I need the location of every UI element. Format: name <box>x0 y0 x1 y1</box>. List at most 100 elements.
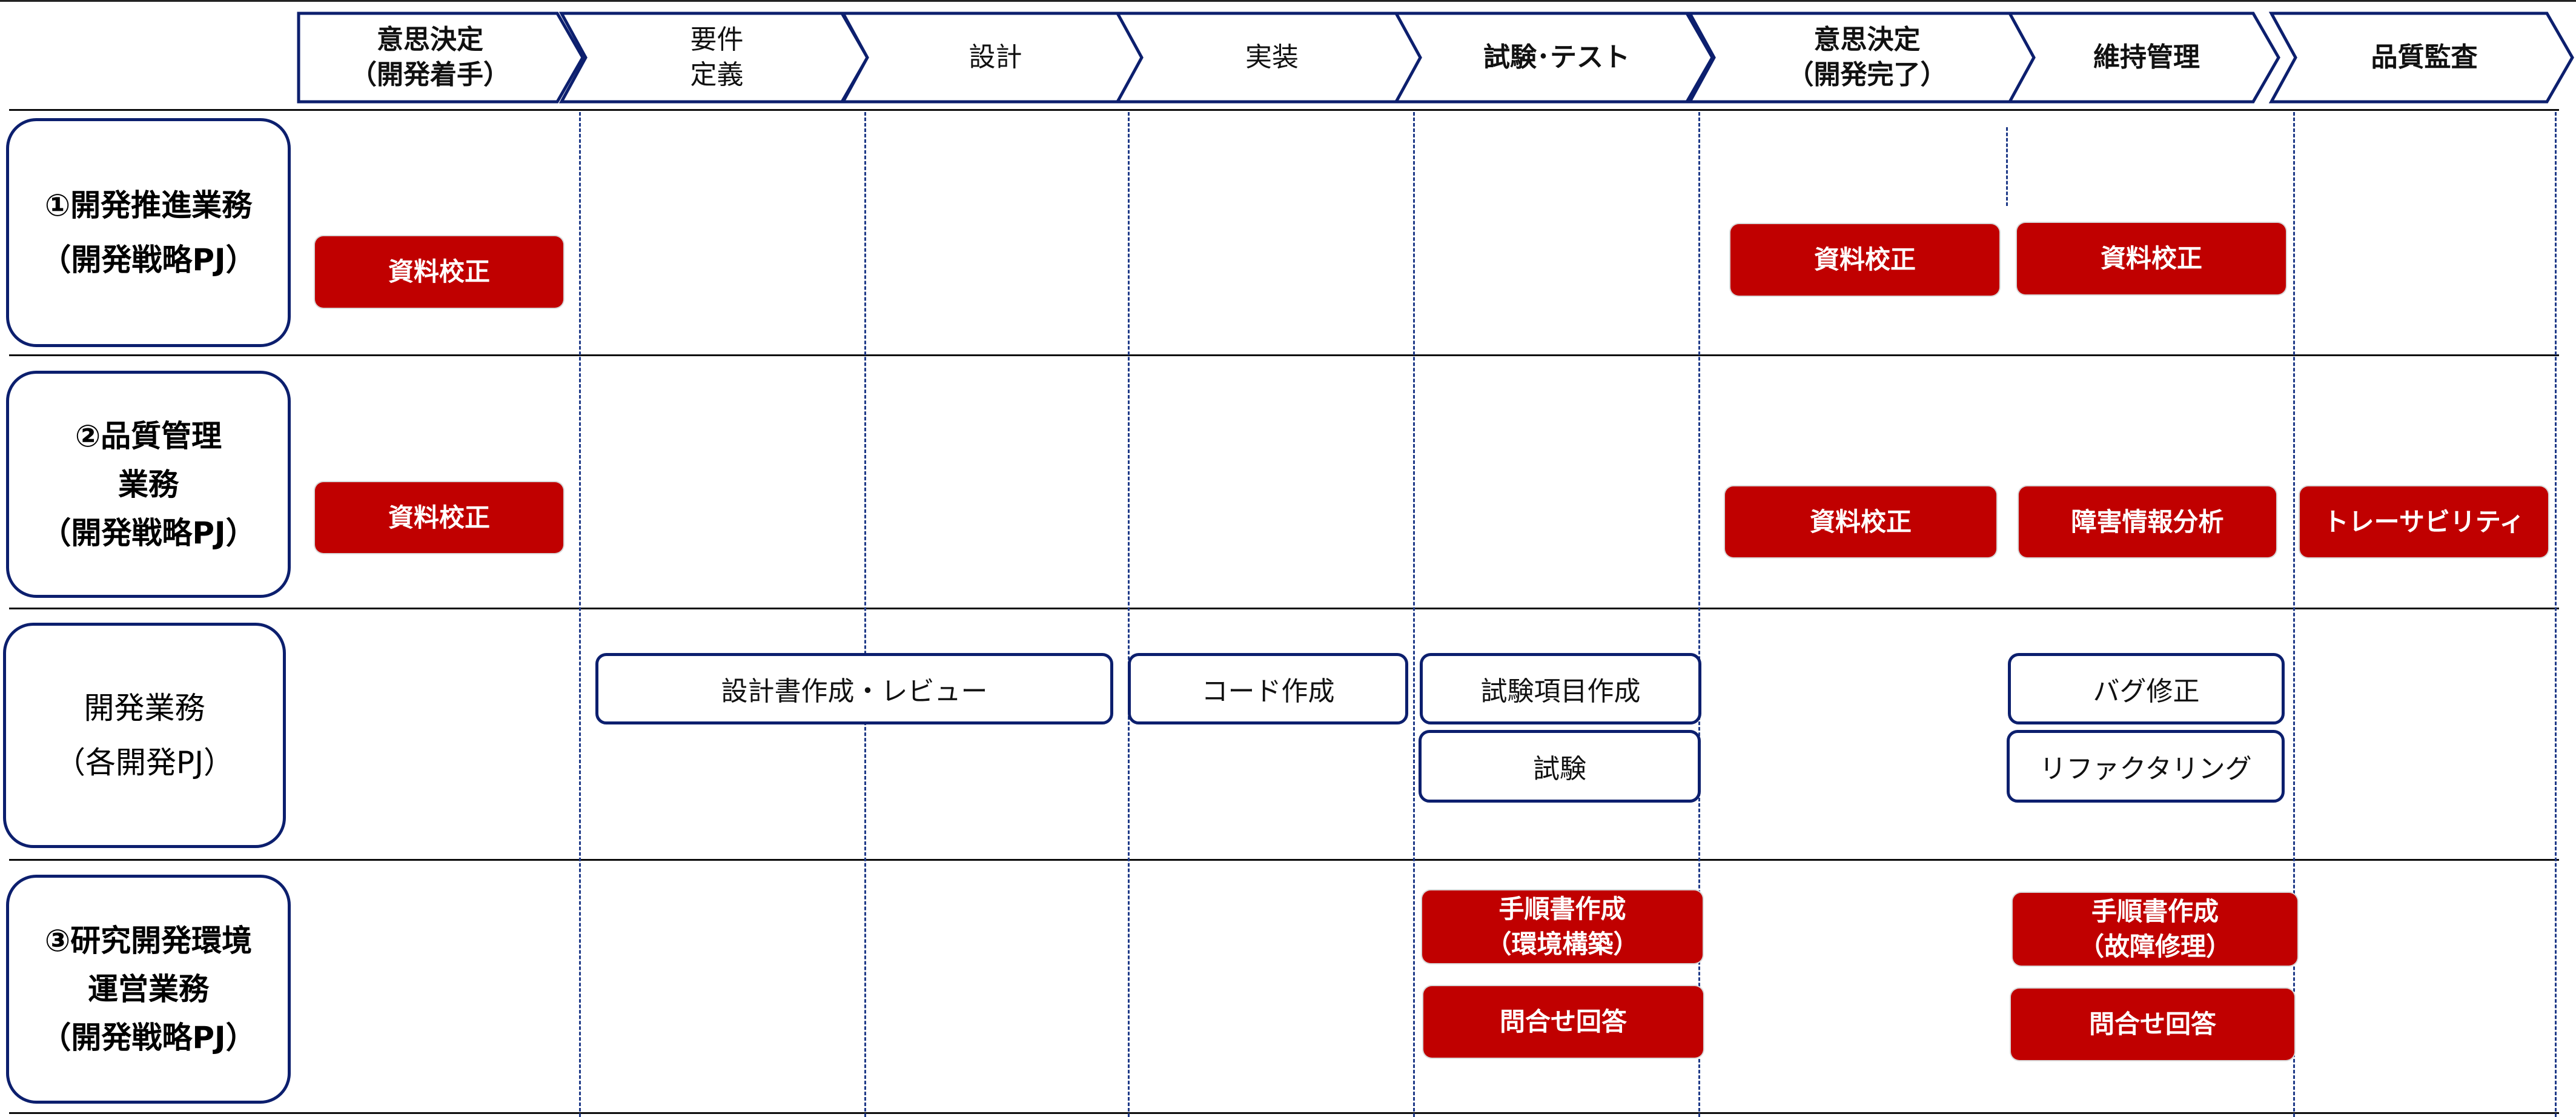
column-divider <box>2555 112 2557 1117</box>
phase-label: 維持管理 <box>2034 12 2259 103</box>
phase-label-line1: 意思決定 <box>1813 24 1921 55</box>
column-divider <box>1128 112 1130 1117</box>
row-label-development-work: 開発業務 （各開発PJ） <box>3 623 286 848</box>
task-label: リファクタリング <box>2039 754 2252 784</box>
task-label: 問合せ回答 <box>2088 1009 2216 1039</box>
column-divider <box>864 112 866 1117</box>
phase-label-line1: 実装 <box>1245 42 1299 73</box>
column-divider <box>1698 112 1700 1117</box>
phase-decision-complete: 意思決定 （開発完了） <box>1687 12 2041 104</box>
row-divider <box>9 1112 2559 1114</box>
phase-label: 試験･テスト <box>1420 12 1693 103</box>
row-label-line: ③研究開発環境 <box>44 923 253 958</box>
task-inquiry-response: 問合せ回答 <box>1423 986 1703 1058</box>
task-label-line1: 手順書作成 <box>2091 897 2219 926</box>
phase-label: 実装 <box>1142 12 1402 103</box>
row-divider <box>9 859 2559 861</box>
phase-label-line2: （開発完了） <box>1787 59 1947 90</box>
task-label: 資料校正 <box>1813 245 1916 274</box>
phase-label: 意思決定 （開発着手） <box>297 12 563 103</box>
row-divider <box>9 608 2559 609</box>
column-divider <box>579 112 581 1117</box>
row-label-line: 業務 <box>118 466 179 502</box>
phase-label-line2: 定義 <box>690 59 744 90</box>
phase-implementation: 実装 <box>1114 12 1423 104</box>
task-label: 試験 <box>1533 754 1586 784</box>
task-document-proofreading: 資料校正 <box>1725 486 1996 557</box>
row-divider <box>9 109 2559 111</box>
row-label-line: （開発戦略PJ） <box>41 1020 256 1055</box>
row-label-line: （各開発PJ） <box>55 745 234 780</box>
row-label-line: （開発戦略PJ） <box>41 515 256 551</box>
task-code-writing: コード作成 <box>1128 653 1408 724</box>
task-label-line2: （故障修理） <box>2078 932 2231 961</box>
phase-label-line1: 試験･テスト <box>1483 42 1630 73</box>
phase-label-line1: 品質監査 <box>2371 42 2478 73</box>
row-label-line: 開発業務 <box>84 691 205 726</box>
task-label: コード作成 <box>1201 676 1335 707</box>
task-traceability: トレーサビリティ <box>2300 486 2548 557</box>
phase-requirements: 要件 定義 <box>558 12 869 104</box>
phase-quality-audit: 品質監査 <box>2268 12 2574 104</box>
phase-maintenance: 維持管理 <box>2007 12 2280 104</box>
task-label: 資料校正 <box>2100 244 2202 273</box>
chevron-shape <box>2268 12 2574 104</box>
task-testing: 試験 <box>1419 730 1701 803</box>
phase-label-line1: 意思決定 <box>377 24 483 55</box>
column-divider <box>1413 112 1415 1117</box>
task-document-proofreading: 資料校正 <box>2017 223 2286 294</box>
task-label: 問合せ回答 <box>1499 1007 1627 1036</box>
phase-decision-start: 意思決定 （開発着手） <box>297 12 584 104</box>
column-divider-short <box>2006 127 2008 206</box>
row-label-line: 運営業務 <box>88 972 209 1007</box>
task-procedure-repair: 手順書作成 （故障修理） <box>2013 893 2297 966</box>
task-refactoring: リファクタリング <box>2007 730 2285 803</box>
phase-label: 要件 定義 <box>586 12 848 103</box>
top-rule <box>0 0 2576 2</box>
task-inquiry-response: 問合せ回答 <box>2011 989 2294 1060</box>
phase-label-line1: 維持管理 <box>2093 42 2200 73</box>
task-document-proofreading: 資料校正 <box>315 236 563 308</box>
task-failure-analysis: 障害情報分析 <box>2019 486 2276 557</box>
task-label: 障害情報分析 <box>2071 506 2224 537</box>
phase-label: 品質監査 <box>2296 12 2553 103</box>
task-label: トレーサビリティ <box>2323 506 2525 537</box>
phase-label-line2: （開発着手） <box>350 59 510 90</box>
task-label: 設計書作成・レビュー <box>721 676 988 707</box>
phase-testing: 試験･テスト <box>1393 12 1714 104</box>
task-label: 資料校正 <box>388 257 490 287</box>
row-label-line: ②品質管理 <box>74 418 222 454</box>
chevron-outline <box>297 12 584 104</box>
chevron-outline <box>1393 12 1714 104</box>
row-divider <box>9 354 2559 356</box>
row-label-line: （開発戦略PJ） <box>41 242 256 277</box>
row-label-quality-management: ②品質管理 業務 （開発戦略PJ） <box>6 371 291 598</box>
row-label-development-promotion: ①開発推進業務 （開発戦略PJ） <box>6 118 291 347</box>
phase-design: 設計 <box>840 12 1145 104</box>
chevron-outline <box>2007 12 2280 104</box>
task-design-doc-review: 設計書作成・レビュー <box>595 653 1113 724</box>
chevron-outline <box>2268 12 2574 104</box>
chevron-shape <box>297 12 584 104</box>
phase-label: 設計 <box>867 12 1124 103</box>
task-document-proofreading: 資料校正 <box>1730 224 1999 296</box>
task-label-line2: （環境構築） <box>1486 929 1639 959</box>
phase-label: 意思決定 （開発完了） <box>1714 12 2020 103</box>
task-label: 資料校正 <box>388 502 490 532</box>
task-bug-fix: バグ修正 <box>2008 653 2285 724</box>
task-test-items: 試験項目作成 <box>1420 653 1701 724</box>
task-label: バグ修正 <box>2093 676 2200 707</box>
task-label-line1: 手順書作成 <box>1498 894 1626 924</box>
phase-label-line1: 設計 <box>968 42 1022 73</box>
task-label: 資料校正 <box>1809 506 1912 537</box>
phase-label-line1: 要件 <box>690 24 744 55</box>
row-label-line: ①開発推進業務 <box>44 188 253 223</box>
column-divider <box>2293 112 2295 1117</box>
chevron-shape <box>1393 12 1714 104</box>
task-label: 試験項目作成 <box>1480 676 1641 707</box>
task-document-proofreading: 資料校正 <box>315 482 563 553</box>
task-procedure-env-setup: 手順書作成 （環境構築） <box>1422 890 1703 963</box>
row-label-rnd-environment: ③研究開発環境 運営業務 （開発戦略PJ） <box>6 875 291 1104</box>
chevron-shape <box>2007 12 2280 104</box>
